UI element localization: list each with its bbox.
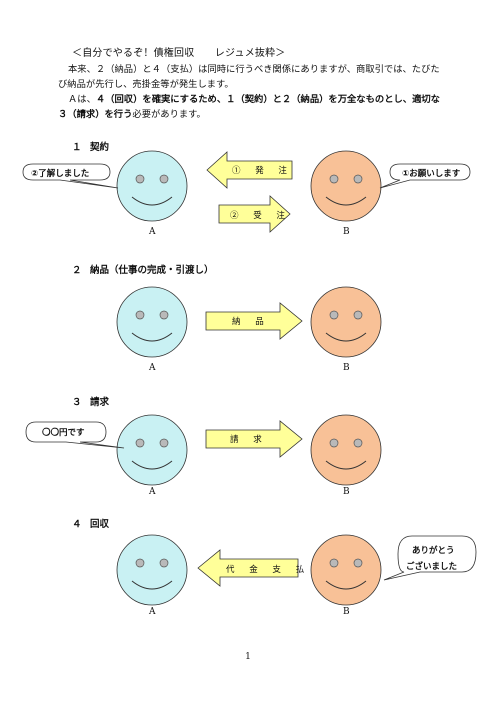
- section-number: ４: [72, 519, 82, 530]
- bubble-a-shape: [25, 421, 125, 449]
- bubble-b-text: ①お願いします: [402, 169, 461, 179]
- delivery-arrow-label: 納 品: [232, 317, 270, 327]
- face-b-head: [310, 534, 382, 606]
- section-heading-collection: ４ 回収: [72, 516, 109, 530]
- bubble-a-shape: [22, 163, 119, 189]
- billing-arrow-label: 請 求: [230, 435, 268, 445]
- section-heading-billing: ３ 請求: [72, 394, 109, 408]
- delivery-illustration: [116, 286, 382, 358]
- face-b: [310, 286, 382, 358]
- face-b-right-eye: [353, 438, 363, 448]
- face-a-head: [116, 150, 188, 222]
- bubble-a-text: 〇〇円です: [42, 428, 85, 438]
- face-b-right-eye: [353, 310, 363, 320]
- billing-illustration: [25, 414, 382, 486]
- bubble-b-shape: [379, 163, 471, 189]
- intro-line-2: Ａは、４（回収）を確実にするため、１（契約）と２（納品）を万全なものとし、適切な…: [58, 92, 442, 122]
- face-b-head: [310, 150, 382, 222]
- face-b-left-eye: [329, 438, 339, 448]
- face-a-head: [116, 414, 188, 486]
- face-a-left-eye: [135, 310, 145, 320]
- bubble-b-shape: [383, 535, 477, 581]
- face-b-smile: [325, 332, 367, 342]
- face-a: [116, 286, 188, 358]
- scene-contract: ① 発 注 ② 受 注 ②了解しました ①お願いします A B: [0, 148, 496, 278]
- accept-arrow-right: [218, 195, 291, 233]
- section-title: 契約: [90, 142, 110, 153]
- face-a: [116, 414, 188, 486]
- face-b-head: [310, 286, 382, 358]
- face-b-right-eye: [353, 558, 363, 568]
- face-b-right-eye: [353, 174, 363, 184]
- face-b-left-eye: [329, 310, 339, 320]
- face-a-head: [116, 286, 188, 358]
- section-title: 請求: [90, 397, 110, 408]
- collection-illustration: [116, 534, 477, 606]
- face-b: [310, 150, 382, 222]
- face-b: [310, 534, 382, 606]
- label-b: B: [343, 607, 350, 617]
- order-arrow-label: ① 発 注: [232, 166, 293, 176]
- scene-billing: 請 求 〇〇円です A B: [0, 402, 496, 532]
- face-b-head: [310, 414, 382, 486]
- scene-delivery: 納 品 A B: [0, 284, 496, 414]
- accept-arrow-label: ② 受 注: [230, 211, 291, 221]
- face-a-right-eye: [159, 558, 169, 568]
- intro-line-2-suffix: 必要があります。: [132, 109, 206, 120]
- face-a: [116, 150, 188, 222]
- face-b-smile: [325, 460, 367, 470]
- bubble-a-text: ②了解しました: [31, 169, 90, 179]
- intro-line-2-bold: ４（回収）を確実にするため、１（契約）と２（納品）を万全なものとし、適切な３（請…: [58, 94, 440, 120]
- bubble-b-text-line2: ございました: [406, 562, 458, 572]
- face-b-smile: [325, 196, 367, 206]
- section-number: ２: [72, 265, 82, 276]
- intro-line-1: 本来、２（納品）と４（支払）は同時に行うべき関係にありますが、商取引では、たびた…: [58, 64, 440, 90]
- scene-collection: 代 金 支 払 ありがとう ございました A B: [0, 522, 496, 652]
- page-number: 1: [245, 652, 251, 662]
- bubble-b-text-line1: ありがとう: [412, 546, 455, 556]
- face-a-smile: [131, 196, 173, 206]
- label-a: A: [149, 487, 156, 497]
- section-number: ３: [72, 397, 82, 408]
- face-a-left-eye: [135, 558, 145, 568]
- label-a: A: [149, 227, 156, 237]
- label-a: A: [149, 607, 156, 617]
- label-b: B: [343, 227, 350, 237]
- section-heading-delivery: ２ 納品（仕事の完成・引渡し）: [72, 262, 214, 276]
- face-a-smile: [131, 460, 173, 470]
- face-b-left-eye: [329, 558, 339, 568]
- face-a-head: [116, 534, 188, 606]
- face-b: [310, 414, 382, 486]
- section-number: １: [72, 142, 82, 153]
- contract-illustration: [22, 150, 471, 233]
- order-arrow-left: [206, 151, 293, 189]
- delivery-arrow-right: [205, 302, 303, 340]
- face-a-left-eye: [135, 174, 145, 184]
- intro-line-2-prefix: Ａは、: [68, 94, 96, 105]
- payment-arrow-left: [197, 549, 299, 587]
- intro-paragraph: 本来、２（納品）と４（支払）は同時に行うべき関係にありますが、商取引では、たびた…: [58, 62, 442, 122]
- label-b: B: [343, 363, 350, 373]
- face-a-right-eye: [159, 438, 169, 448]
- payment-arrow-label: 代 金 支 払: [226, 565, 311, 575]
- billing-arrow-right: [205, 420, 303, 458]
- document-title: ＜自分でやるぞ！債権回収 レジュメ抜粋＞: [72, 48, 286, 59]
- face-a-right-eye: [159, 310, 169, 320]
- face-a-smile: [131, 332, 173, 342]
- face-a-right-eye: [159, 174, 169, 184]
- section-heading-contract: １ 契約: [72, 139, 109, 153]
- face-a: [116, 534, 188, 606]
- section-title: 回収: [90, 519, 110, 530]
- face-a-left-eye: [135, 438, 145, 448]
- face-b-smile: [325, 580, 367, 590]
- label-b: B: [343, 487, 350, 497]
- face-a-smile: [131, 580, 173, 590]
- section-title: 納品（仕事の完成・引渡し）: [90, 265, 214, 276]
- label-a: A: [149, 363, 156, 373]
- face-b-left-eye: [329, 174, 339, 184]
